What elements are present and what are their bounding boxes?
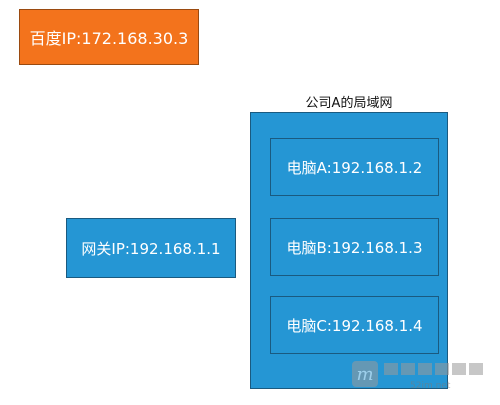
- watermark-site: 52im.net: [410, 381, 451, 391]
- watermark: m 52im.net: [352, 357, 492, 399]
- baidu-ip-box: 百度IP:172.168.30.3: [19, 9, 199, 65]
- watermark-text-glyphs: [384, 363, 484, 375]
- gateway-ip-box: 网关IP:192.168.1.1: [66, 218, 236, 278]
- computer-a-box: 电脑A:192.168.1.2: [270, 138, 439, 196]
- lan-title: 公司A的局域网: [305, 96, 393, 111]
- 52im-logo-icon: m: [352, 361, 378, 387]
- computer-b-box: 电脑B:192.168.1.3: [270, 218, 439, 276]
- watermark-logo-text: m: [356, 364, 373, 385]
- computer-c-box: 电脑C:192.168.1.4: [270, 296, 439, 354]
- lan-container: 电脑A:192.168.1.2 电脑B:192.168.1.3 电脑C:192.…: [250, 112, 448, 389]
